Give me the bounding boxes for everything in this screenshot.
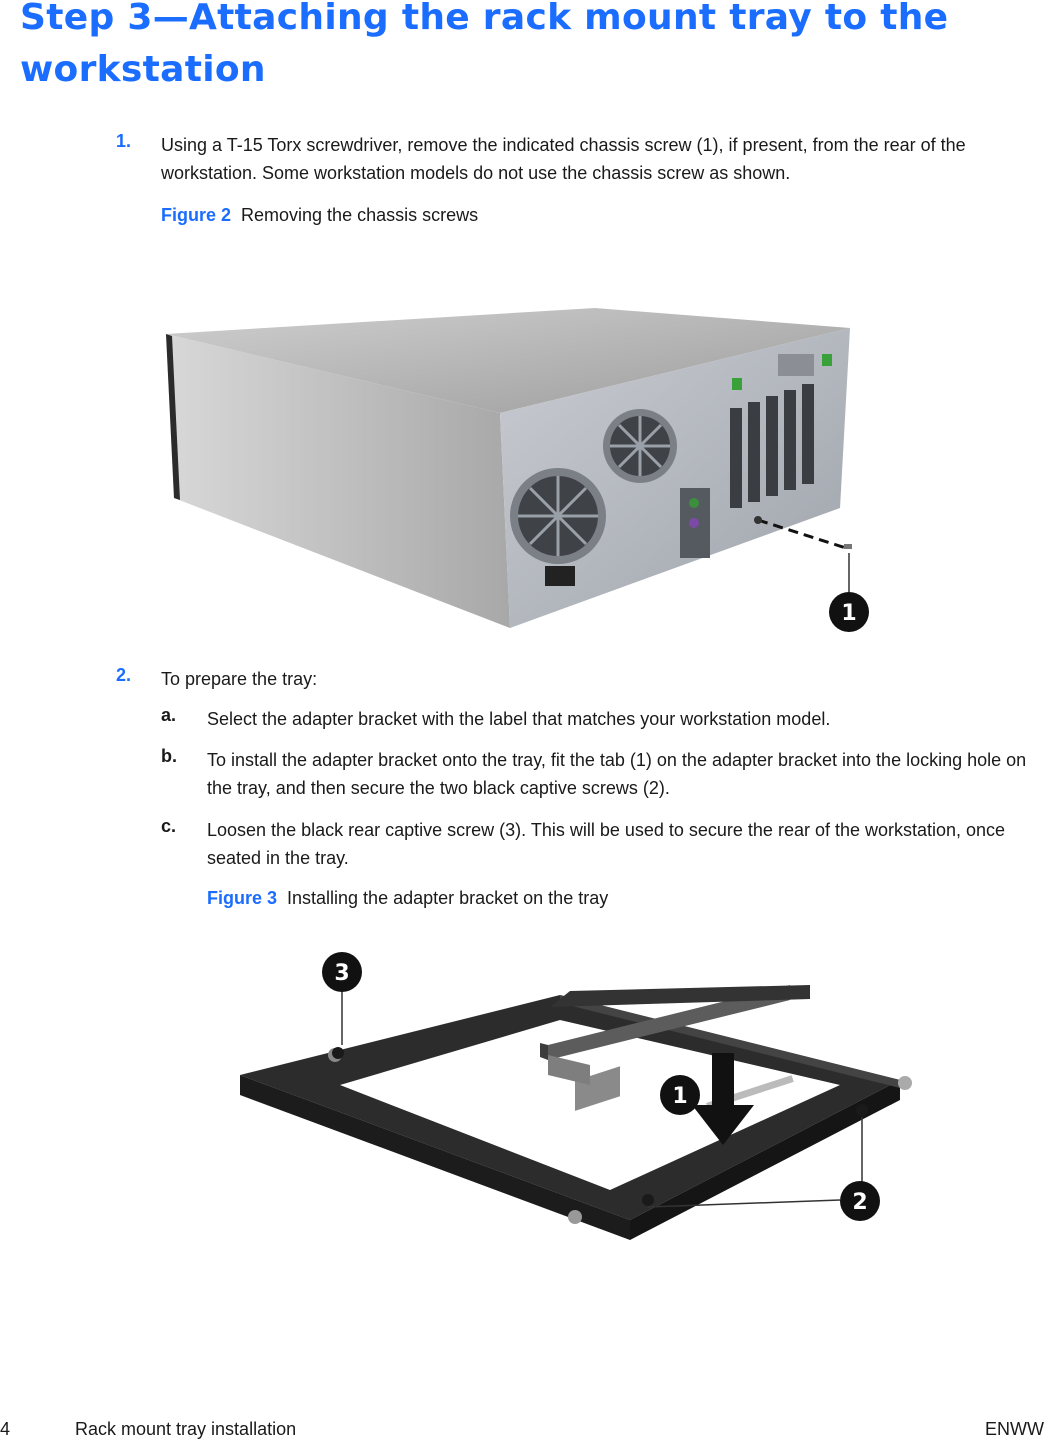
step-text: Using a T-15 Torx screwdriver, remove th… bbox=[161, 135, 966, 183]
callout-3-label: 3 bbox=[334, 961, 349, 986]
figure-label: Figure 3 bbox=[207, 888, 278, 908]
callout-2-badge bbox=[840, 1181, 880, 1221]
substep-letter: c. bbox=[161, 816, 177, 836]
figure-caption-text: Removing the chassis screws bbox=[241, 205, 479, 225]
page-title: Step 3—Attaching the rack mount tray to … bbox=[20, 0, 949, 90]
step-2: 2. To prepare the tray: bbox=[116, 665, 1046, 693]
figure-3-caption: Figure 3 Installing the adapter bracket o… bbox=[207, 885, 608, 911]
figure-3-tray-illustration: 3 1 2 bbox=[240, 952, 912, 1240]
callout-2-label: 2 bbox=[852, 1190, 867, 1215]
substep-text: To install the adapter bracket onto the … bbox=[207, 750, 1027, 798]
figure-caption-text: Installing the adapter bracket on the tr… bbox=[287, 888, 609, 908]
chassis bbox=[166, 308, 850, 628]
figure-2-caption: Figure 2 Removing the chassis screws bbox=[161, 202, 478, 228]
footer-page-number: 4 bbox=[0, 1419, 11, 1439]
insert-arrow bbox=[692, 1053, 754, 1145]
callout-1-label: 1 bbox=[672, 1084, 687, 1109]
step-number: 2. bbox=[116, 665, 132, 685]
callout-1-badge bbox=[829, 592, 869, 632]
substep-a: a. Select the adapter bracket with the l… bbox=[161, 705, 1041, 733]
step-number: 1. bbox=[116, 131, 132, 151]
adapter-bracket bbox=[540, 985, 810, 1085]
callout-3-badge bbox=[322, 952, 362, 992]
substep-text: Select the adapter bracket with the labe… bbox=[207, 709, 831, 729]
rack-mount-tray bbox=[240, 995, 912, 1240]
figure-3-callouts: 3 1 2 bbox=[322, 952, 880, 1221]
chassis-screw-callout: 1 bbox=[754, 516, 869, 632]
substep-letter: b. bbox=[161, 746, 177, 766]
callout-1-badge bbox=[660, 1075, 700, 1115]
figure-label: Figure 2 bbox=[161, 205, 232, 225]
substep-b: b. To install the adapter bracket onto t… bbox=[161, 746, 1041, 802]
step-1: 1. Using a T-15 Torx screwdriver, remove… bbox=[116, 131, 1046, 191]
substep-c: c. Loosen the black rear captive screw (… bbox=[161, 816, 1041, 872]
captive-screws bbox=[332, 1047, 868, 1206]
substep-letter: a. bbox=[161, 705, 177, 725]
figure-2-workstation-illustration: 1 bbox=[166, 308, 869, 632]
footer-section-title: Rack mount tray installation bbox=[75, 1419, 297, 1439]
substep-text: Loosen the black rear captive screw (3).… bbox=[207, 820, 1006, 868]
footer-doc-code: ENWW bbox=[985, 1419, 1044, 1439]
callout-1-label: 1 bbox=[841, 601, 856, 626]
step-text: To prepare the tray: bbox=[161, 669, 318, 689]
rear-panel-details bbox=[510, 354, 832, 586]
